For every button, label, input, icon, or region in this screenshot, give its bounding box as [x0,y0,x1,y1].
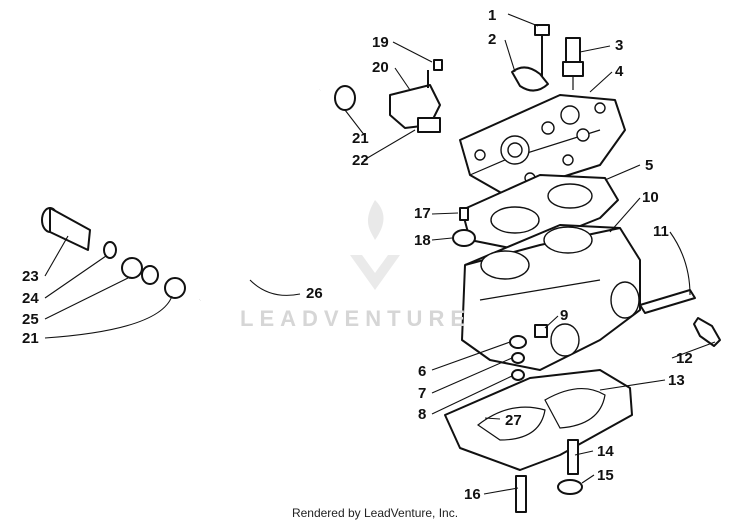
nut-25[interactable] [121,257,159,285]
callout-8: 8 [418,406,426,423]
callout-27: 27 [505,412,522,429]
callout-17: 17 [414,205,431,222]
stud-16[interactable] [515,475,527,513]
callout-13: 13 [668,372,685,389]
cylinder-head[interactable] [459,94,626,196]
callout-21-bottom: 21 [22,330,39,347]
exhaust-gasket[interactable] [639,289,696,314]
callout-1: 1 [488,7,496,24]
grommet-18[interactable] [452,229,476,247]
fuel-hose[interactable] [198,84,321,306]
callout-2: 2 [488,31,496,48]
callout-23: 23 [22,268,39,285]
callout-10: 10 [642,189,659,206]
footer-credit: Rendered by LeadVenture, Inc. [291,506,459,520]
part-6[interactable] [509,335,527,349]
callout-18: 18 [414,232,431,249]
part-8[interactable] [511,369,525,381]
callout-4: 4 [615,63,624,80]
callout-7: 7 [418,385,426,402]
leader-lines [44,13,716,495]
bolt-washer[interactable] [511,66,549,92]
screw-19[interactable] [433,59,443,71]
nut-15[interactable] [557,479,583,495]
callout-21-top: 21 [352,130,369,147]
callout-11: 11 [653,223,669,240]
cylinder-block[interactable] [461,224,641,371]
callout-19: 19 [372,34,389,51]
callout-6: 6 [418,363,426,380]
part-7[interactable] [511,352,525,364]
screw-17[interactable] [459,207,469,221]
stud-14[interactable] [567,439,579,475]
callout-22: 22 [352,152,369,169]
hose-clamp-top[interactable] [334,85,356,111]
primer-valve[interactable] [389,70,441,133]
nipple-fitting[interactable] [693,317,721,347]
watermark-logo [350,200,400,290]
callout-15: 15 [597,467,614,484]
callout-3: 3 [615,37,623,54]
callout-12: 12 [676,350,693,367]
callout-25: 25 [22,311,39,328]
washer-24[interactable] [103,241,117,259]
callout-26: 26 [306,285,323,302]
plug-9[interactable] [534,324,548,338]
callout-24: 24 [22,290,39,307]
head-gasket[interactable] [461,174,619,251]
watermark-text: LEADVENTURE [240,306,472,331]
callout-9: 9 [560,307,568,324]
callout-20: 20 [372,59,389,76]
primer-knob[interactable] [41,207,91,251]
callout-5: 5 [645,157,653,174]
base-gasket[interactable] [444,369,633,471]
spark-plug[interactable] [562,37,584,90]
hose-clamp-bottom[interactable] [164,277,186,299]
head-bolt[interactable] [534,24,550,78]
callout-14: 14 [597,443,614,460]
callout-16: 16 [464,486,481,503]
callout-labels: 1 2 3 4 5 6 7 8 9 10 11 12 13 14 15 16 1… [22,7,693,503]
